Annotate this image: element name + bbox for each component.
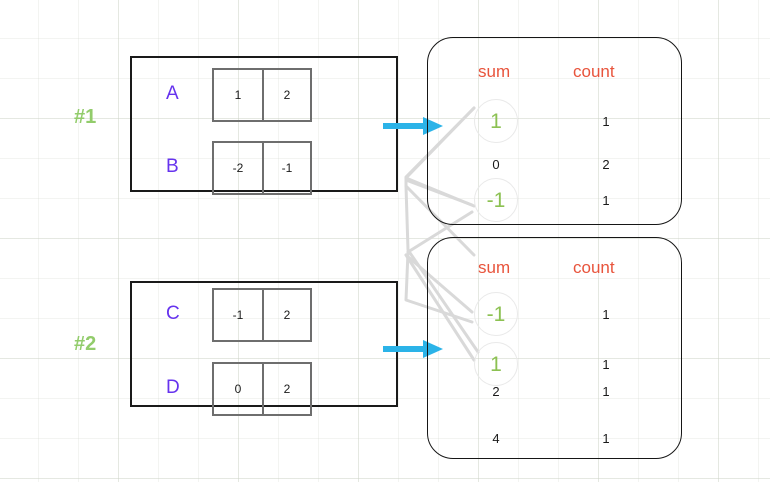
input-cell: -1: [262, 143, 310, 193]
result-count-value: 1: [602, 431, 610, 446]
column-header-count: count: [573, 62, 615, 81]
result-count-value: 2: [602, 157, 610, 172]
input-row-label-a: A: [166, 83, 179, 104]
result-sum-value: 0: [492, 157, 500, 172]
result-sum-value: 2: [492, 384, 500, 399]
input-cell: 1: [234, 88, 242, 102]
group-tag-2: #2: [74, 333, 97, 355]
result-panel-2: sum count -1 1 1 1 2 1 4 1: [427, 237, 682, 459]
input-box-2: [130, 281, 398, 407]
result-sum-value-highlighted: 1: [474, 342, 518, 386]
input-cell: 2: [262, 290, 310, 340]
result-count-value: 1: [602, 114, 610, 129]
result-sum-value-highlighted: 1: [474, 99, 518, 143]
input-row-c-cells: -1 2: [212, 288, 312, 342]
result-count-value: 1: [602, 193, 610, 208]
arrow-right-icon: [383, 340, 443, 358]
result-count-value: 1: [602, 357, 610, 372]
column-header-count: count: [573, 258, 615, 277]
input-cell: -2: [232, 161, 244, 175]
group-tag-1: #1: [74, 106, 97, 128]
column-header-sum: sum: [478, 62, 511, 81]
input-cell: -1: [232, 308, 244, 322]
arrow-right-icon: [383, 117, 443, 135]
result-sum-value-highlighted: -1: [474, 178, 518, 222]
input-cell: 0: [234, 382, 242, 396]
result-sum-value: 4: [492, 431, 500, 446]
input-row-d-cells: 0 2: [212, 362, 312, 416]
result-count-value: 1: [602, 307, 610, 322]
result-panel-1: sum count 1 1 0 2 -1 1: [427, 37, 682, 225]
input-row-label-c: C: [166, 303, 180, 324]
input-row-a-cells: 1 2: [212, 68, 312, 122]
input-row-b-cells: -2 -1: [212, 141, 312, 195]
input-cell: 2: [262, 70, 310, 120]
input-row-label-b: B: [166, 156, 179, 177]
result-count-value: 1: [602, 384, 610, 399]
input-cell: 2: [262, 364, 310, 414]
column-header-sum: sum: [478, 258, 511, 277]
input-row-label-d: D: [166, 377, 180, 398]
result-sum-value-highlighted: -1: [474, 292, 518, 336]
